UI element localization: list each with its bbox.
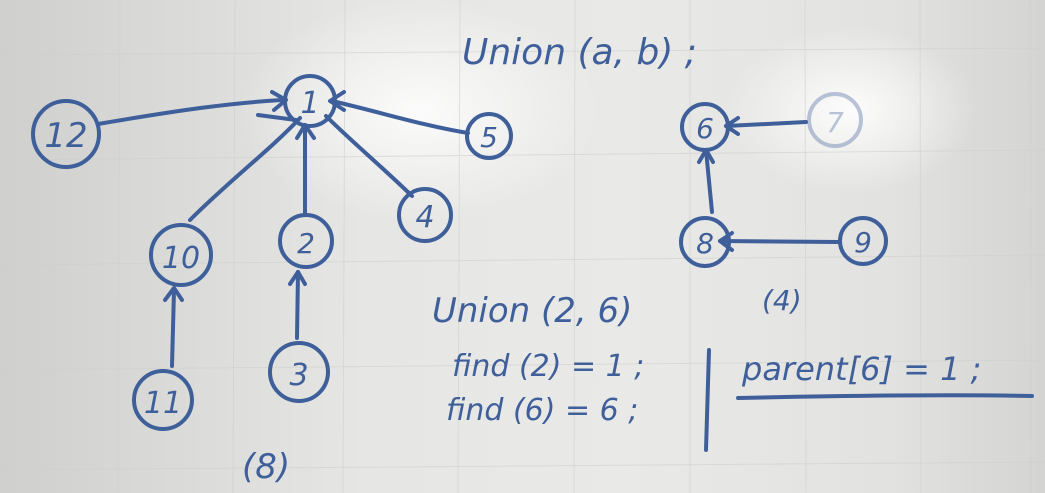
union-call: Union (2, 6) xyxy=(432,291,632,331)
arrow-mark-10-1 xyxy=(256,113,298,122)
node-2: 2 xyxy=(278,213,334,269)
node-3: 3 xyxy=(268,341,330,403)
left-tree-edges xyxy=(96,90,470,368)
node-7: 7 xyxy=(807,92,863,148)
svg-text:3: 3 xyxy=(289,358,308,393)
edge-5-1 xyxy=(330,99,470,135)
arrowhead-5-1 xyxy=(328,90,346,112)
node-11: 11 xyxy=(132,369,194,431)
edge-4-1 xyxy=(324,114,414,198)
svg-text:11: 11 xyxy=(144,386,182,421)
edge-10-1 xyxy=(188,116,302,222)
node-9: 9 xyxy=(838,216,888,266)
edge-11-10 xyxy=(170,288,176,368)
node-8: 8 xyxy=(679,216,731,268)
parent-assignment: parent[6] = 1 ; xyxy=(741,350,981,388)
node-12: 12 xyxy=(31,99,101,169)
svg-text:9: 9 xyxy=(854,226,872,259)
find-2-result: find (2) = 1 ; xyxy=(452,349,644,384)
svg-text:6: 6 xyxy=(696,112,714,145)
edge-3-2 xyxy=(295,270,300,340)
node-4: 4 xyxy=(397,187,453,243)
node-6: 6 xyxy=(680,102,730,152)
svg-text:8: 8 xyxy=(696,227,714,260)
node-10: 10 xyxy=(149,223,213,287)
size-right-tree: (4) xyxy=(762,284,802,317)
arrowhead-3-2 xyxy=(288,270,307,286)
vertical-divider xyxy=(704,348,711,452)
svg-text:7: 7 xyxy=(826,106,844,139)
svg-text:10: 10 xyxy=(162,241,200,276)
size-left-tree: (8) xyxy=(242,447,290,487)
edge-12-1 xyxy=(96,98,284,126)
parent-underline xyxy=(736,393,1034,400)
node-1: 1 xyxy=(283,74,337,128)
union-title: Union (a, b) ; xyxy=(462,32,697,73)
svg-text:5: 5 xyxy=(480,121,498,154)
arrowhead-11-10 xyxy=(163,286,184,302)
svg-text:1: 1 xyxy=(300,86,319,121)
find-6-result: find (6) = 6 ; xyxy=(446,393,638,428)
svg-text:2: 2 xyxy=(297,227,315,260)
edge-7-6 xyxy=(724,120,808,128)
edge-9-8 xyxy=(718,239,840,244)
svg-text:4: 4 xyxy=(415,200,434,235)
edge-8-6 xyxy=(704,148,714,214)
svg-text:12: 12 xyxy=(44,116,87,156)
node-5: 5 xyxy=(465,112,513,160)
